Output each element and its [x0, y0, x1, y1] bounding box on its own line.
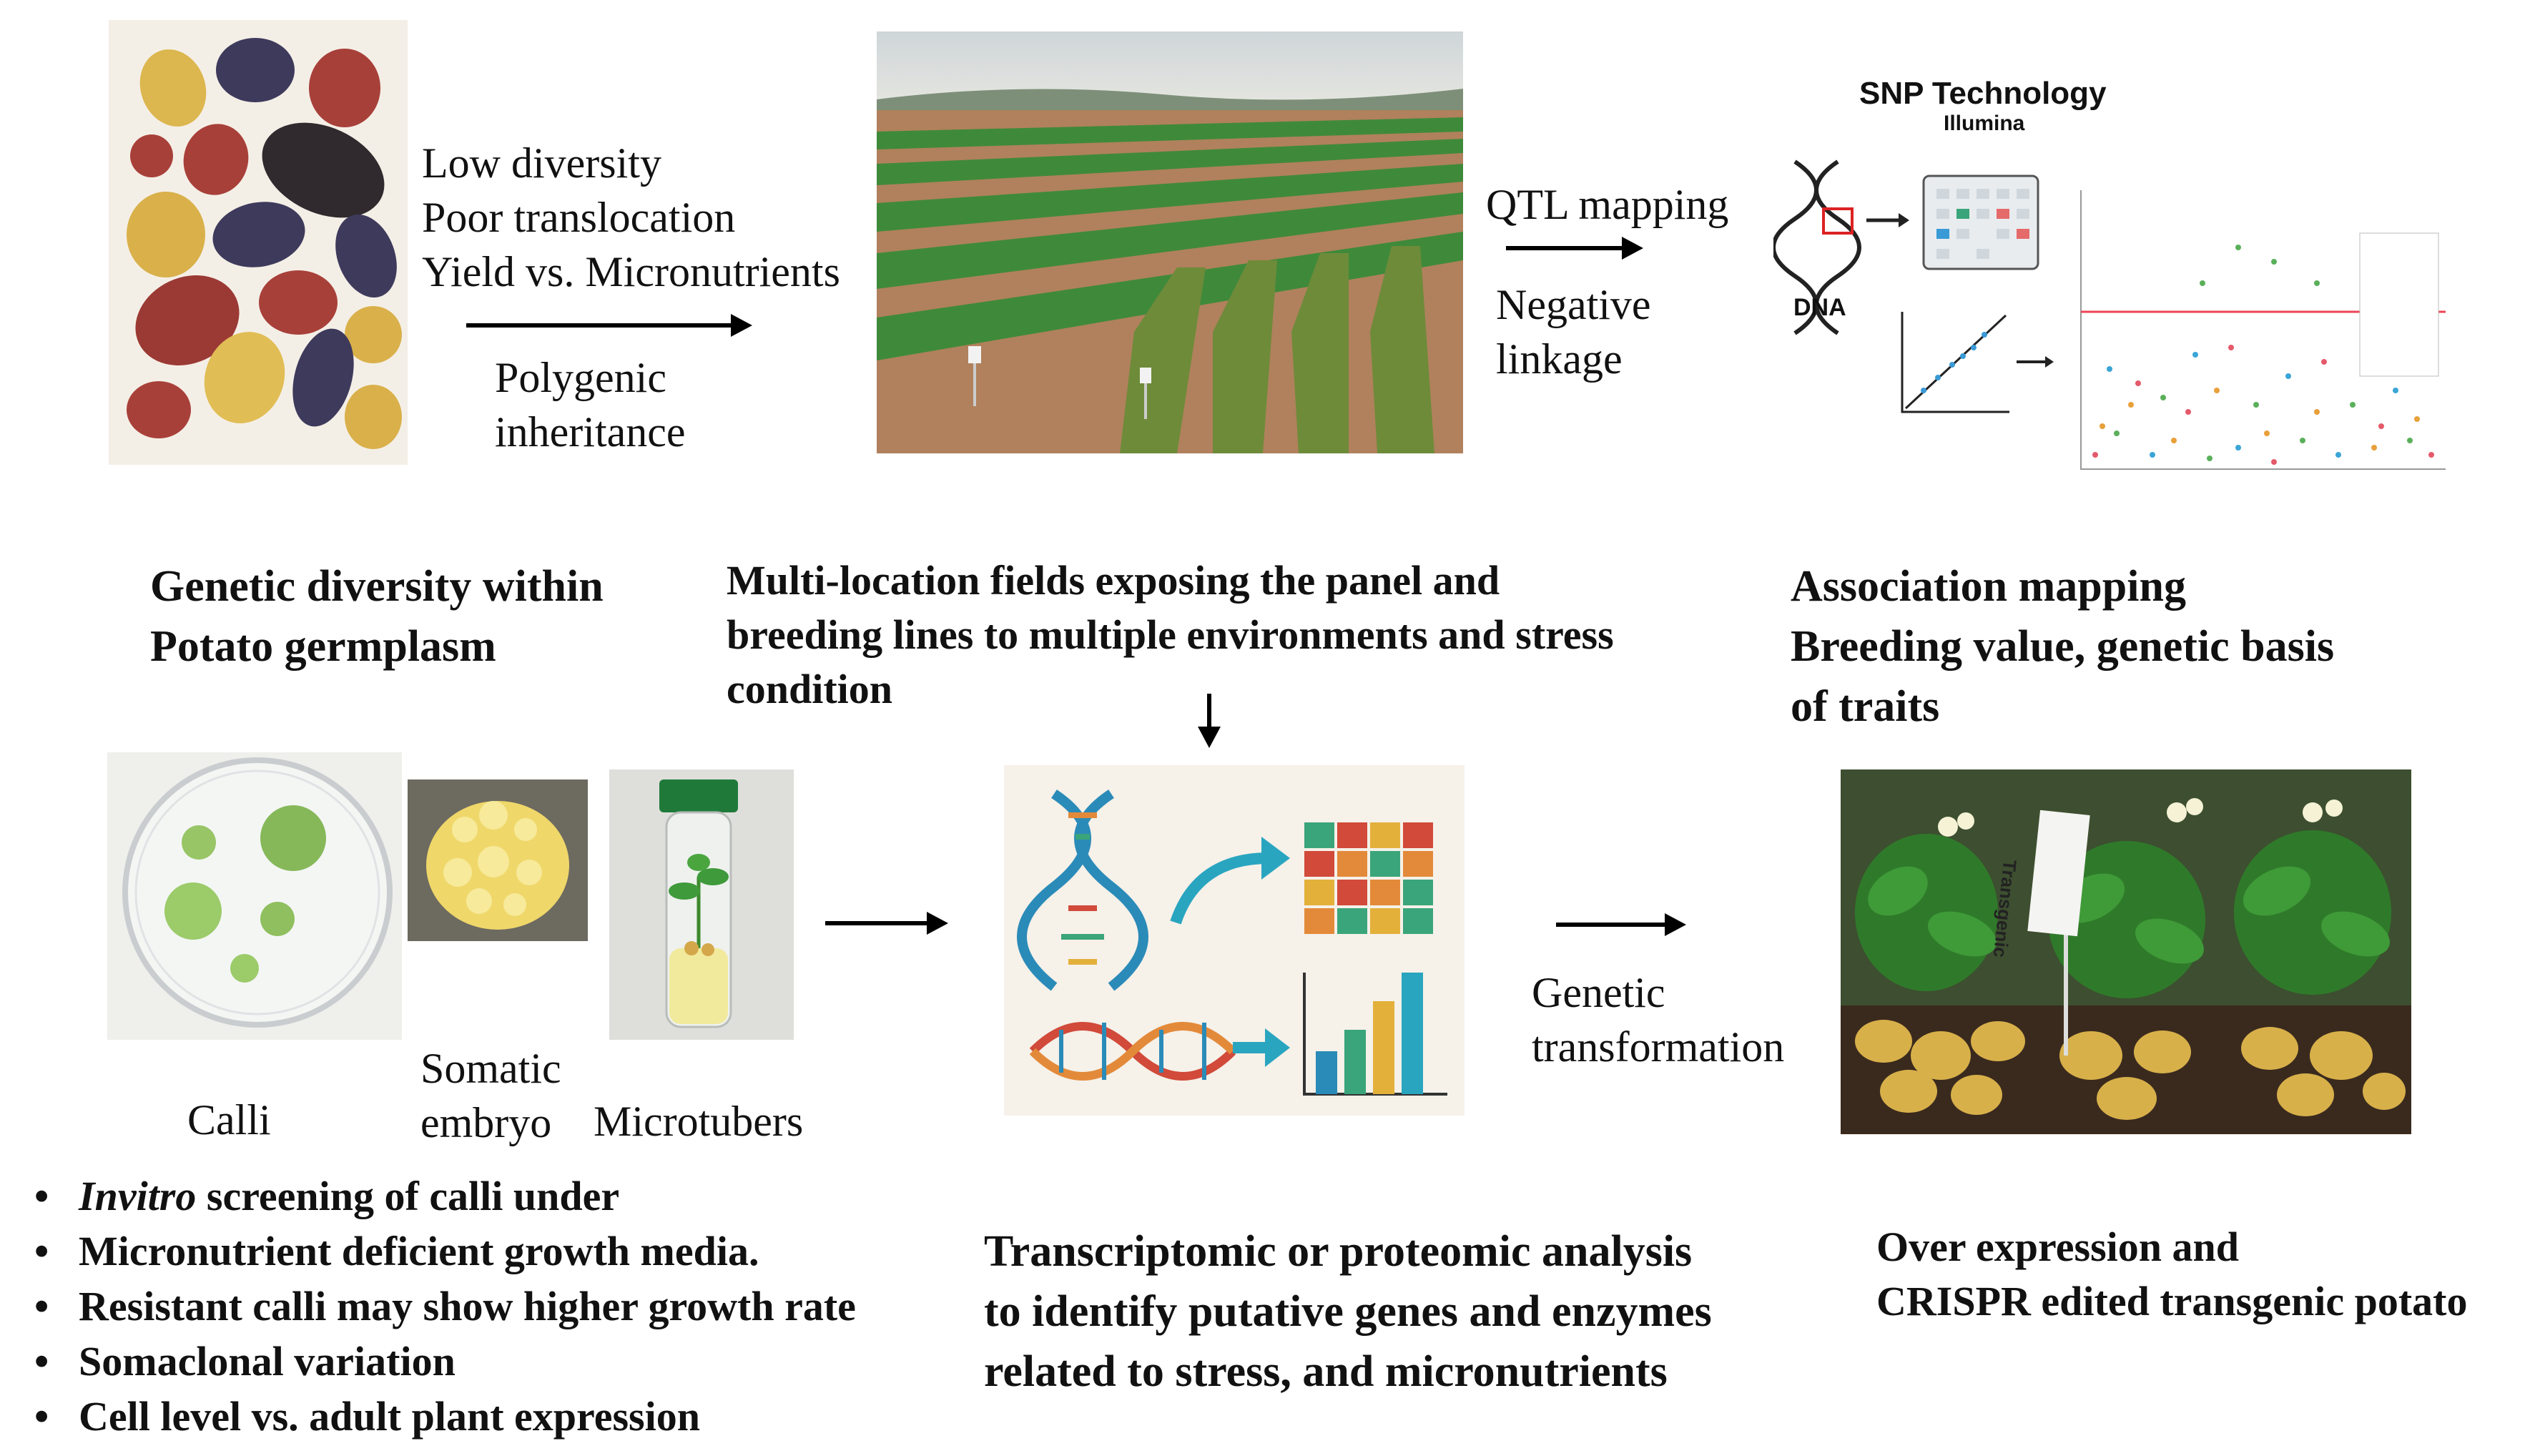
- down-arrow-head: [1198, 727, 1221, 748]
- caption-multi-location-fields: Multi-location fields exposing the panel…: [727, 557, 1614, 712]
- label-poor-translocation: Poor translocation: [422, 194, 736, 241]
- bullet-item: Cell level vs. adult plant expression: [21, 1389, 856, 1444]
- snp-title: SNP Technology: [1859, 76, 2107, 111]
- arrow-1: [466, 314, 752, 337]
- bullet-item: Somaclonal variation: [21, 1334, 856, 1389]
- snp-graphics: [1773, 159, 2446, 470]
- caption-omics-analysis: Transcriptomic or proteomic analysis to …: [984, 1227, 1712, 1396]
- calli-petri-dish-image: [107, 752, 402, 1040]
- arrow1-label-top: Low diversity Poor translocation Yield v…: [422, 136, 840, 299]
- arrow-2: [1506, 237, 1643, 260]
- label-genetic-transformation: Genetic transformation: [1532, 969, 1785, 1071]
- somatic-embryo-image: [408, 779, 588, 941]
- microtuber-tube-image: [609, 769, 794, 1040]
- omics-analysis-image: [1004, 765, 1465, 1116]
- arrow-3: [825, 912, 948, 935]
- arrow2-label-bottom: Negative linkage: [1496, 277, 1651, 386]
- potato-germplasm-image: [109, 20, 408, 465]
- bullet-item: Micronutrient deficient growth media.: [21, 1224, 856, 1279]
- label-polygenic: Polygenic: [495, 354, 666, 401]
- down-arrow: [1207, 694, 1211, 731]
- label-inheritance: inheritance: [495, 408, 686, 456]
- label-low-diversity: Low diversity: [422, 139, 661, 187]
- in-vitro-screening-list: Invitro screening of calli under Micronu…: [21, 1169, 856, 1444]
- label-microtubers: Microtubers: [594, 1098, 804, 1145]
- label-calli: Calli: [187, 1096, 271, 1143]
- label-yield-vs-micronutrients: Yield vs. Micronutrients: [422, 248, 840, 295]
- caption-association-mapping: Association mapping Breeding value, gene…: [1791, 562, 2335, 731]
- caption-genetic-diversity: Genetic diversity within Potato germplas…: [150, 562, 604, 671]
- snp-subtitle: Illumina: [1944, 112, 2025, 135]
- label-somatic-embryo: Somatic embryo: [420, 1045, 561, 1146]
- bullet-item: Invitro screening of calli under: [21, 1169, 856, 1224]
- label-linkage: linkage: [1496, 335, 1623, 383]
- caption-transgenic-potato: Over expression and CRISPR edited transg…: [1876, 1224, 2468, 1324]
- transgenic-potato-image: Transgenic: [1841, 769, 2411, 1134]
- multi-location-field-image: [877, 31, 1463, 453]
- bullet-item: Resistant calli may show higher growth r…: [21, 1279, 856, 1334]
- arrow-4: [1556, 913, 1686, 936]
- arrow1-label-bottom: Polygenic inheritance: [495, 350, 686, 459]
- snp-technology-panel: SNP Technology Illumina: [1773, 69, 2446, 498]
- dna-label: DNA: [1793, 294, 1846, 321]
- label-negative: Negative: [1496, 281, 1651, 328]
- label-qtl-mapping: QTL mapping: [1486, 181, 1729, 228]
